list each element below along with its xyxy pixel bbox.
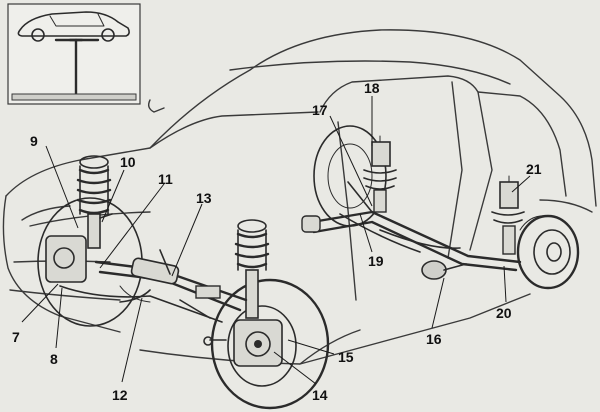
callout-label: 11 [158, 171, 173, 187]
rear-bushing [421, 260, 467, 280]
callout-label: 21 [526, 161, 542, 177]
rear-axle-beam [301, 181, 522, 272]
callout-label: 8 [50, 351, 58, 367]
callout-label: 15 [338, 349, 354, 365]
callout-label: 17 [312, 102, 328, 118]
steering-rack [94, 249, 248, 319]
front-right-strut [234, 219, 270, 319]
callout-label: 16 [426, 331, 442, 347]
callout-label: 18 [364, 80, 380, 96]
rear-right-wheel [516, 214, 580, 290]
callout-label: 12 [112, 387, 128, 403]
callout-label: 13 [196, 190, 212, 206]
callout-label: 7 [12, 329, 20, 345]
callout-label: 19 [368, 253, 384, 269]
lift-inset-icon [7, 3, 141, 105]
rear-left-shock [363, 135, 397, 213]
front-left-strut [76, 155, 113, 249]
front-right-wheel [203, 278, 330, 410]
front-stabilizer-bar [59, 285, 223, 323]
leader-lines [21, 96, 531, 385]
callout-label: 20 [496, 305, 512, 321]
callout-label: 9 [30, 133, 38, 149]
callout-label: 14 [312, 387, 328, 403]
rear-right-shock [491, 175, 525, 255]
callout-label: 10 [120, 154, 136, 170]
